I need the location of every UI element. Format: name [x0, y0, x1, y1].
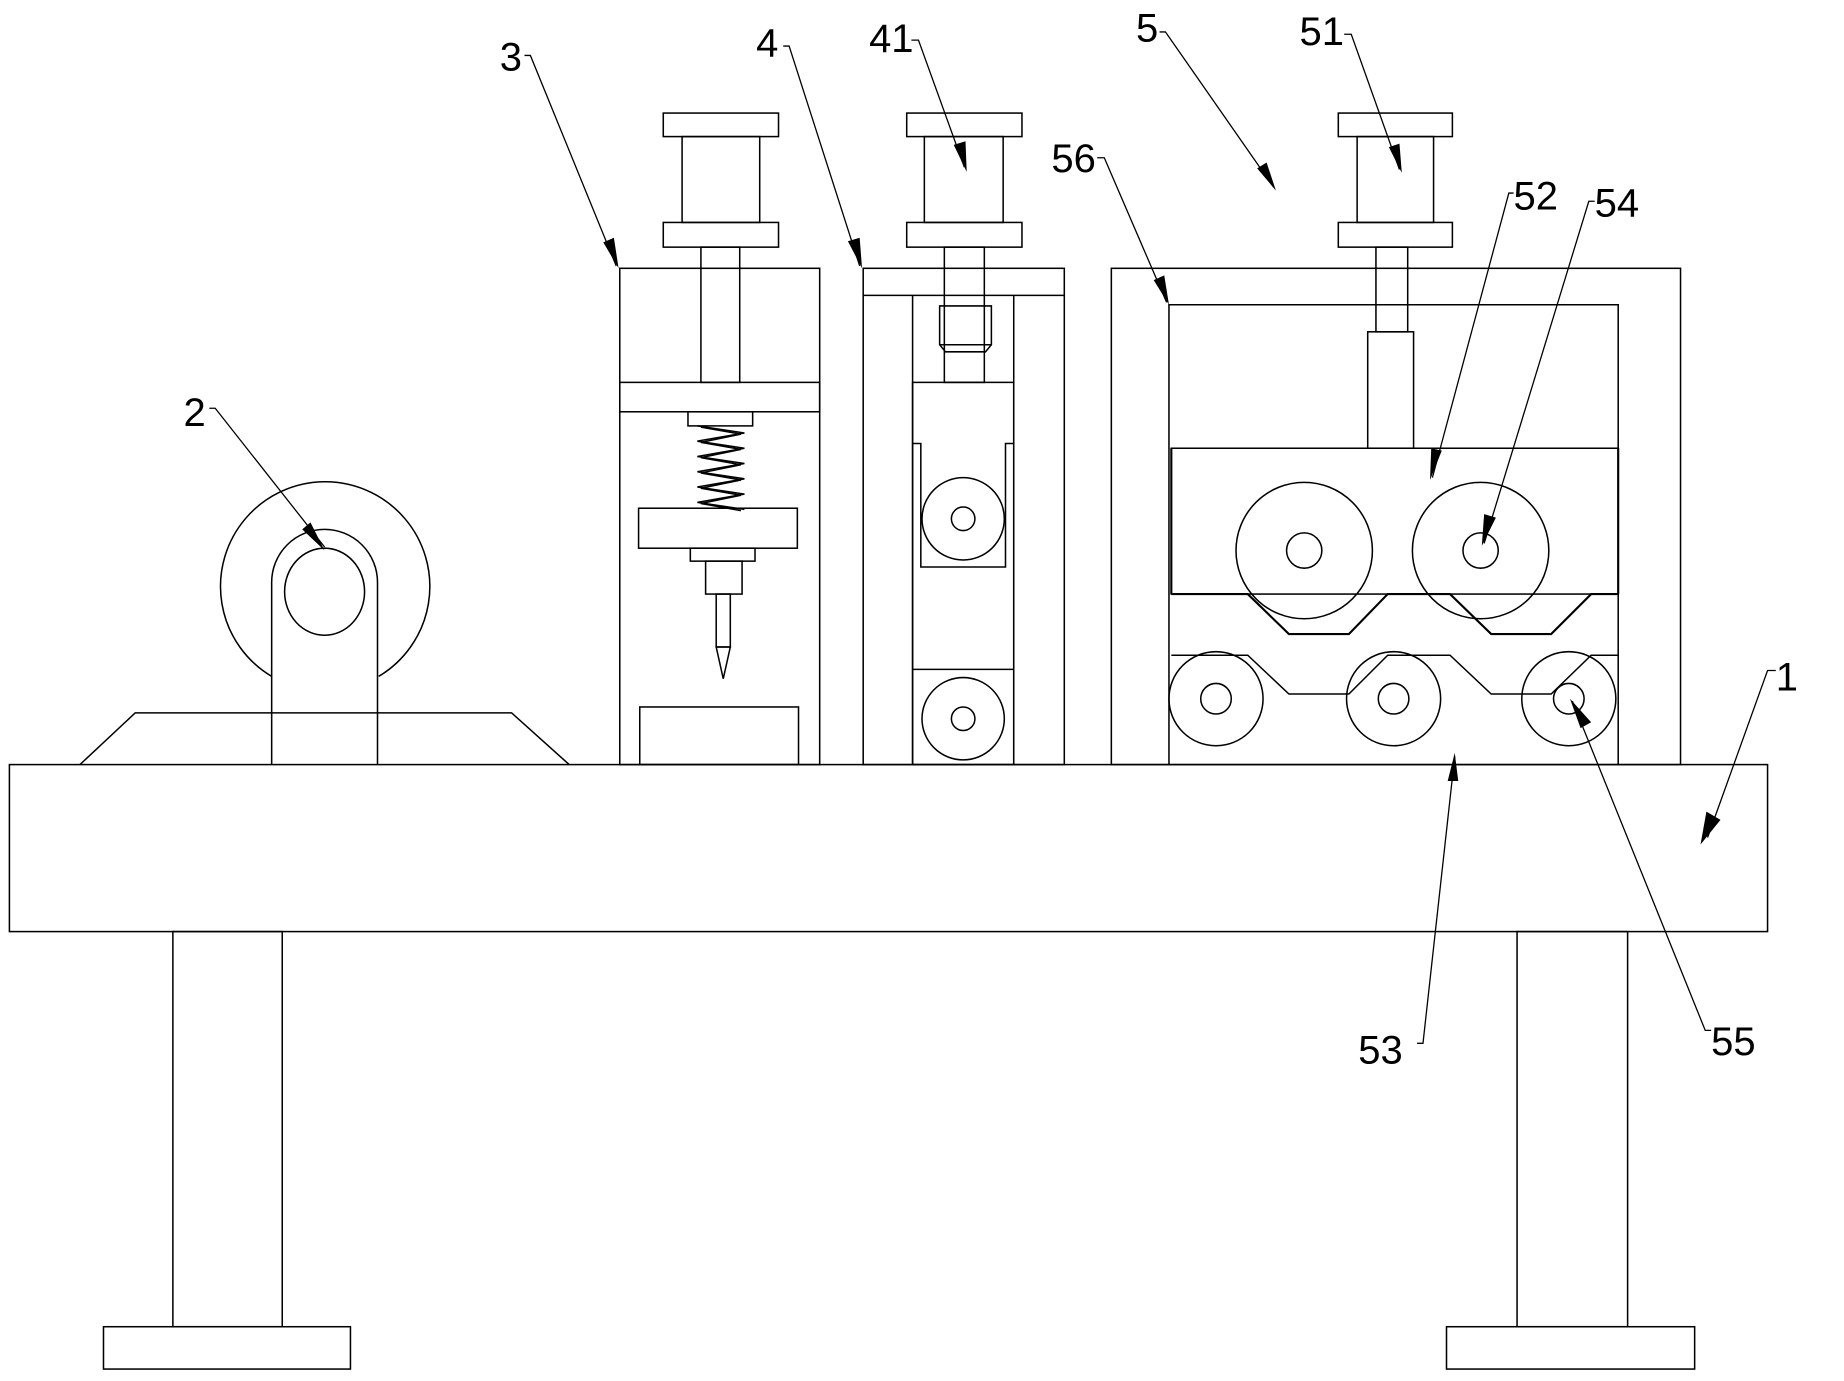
upper-roller-right: [1411, 481, 1550, 620]
left-foot: [102, 1325, 352, 1370]
cylinder-41-top-flange: [905, 112, 1023, 138]
label-53: 53: [1358, 1028, 1402, 1072]
punch-unit: [618, 112, 821, 766]
punch-crossbar: [618, 381, 821, 413]
press-outer-frame: [862, 267, 1066, 766]
callout-55: 55: [1569, 698, 1756, 1064]
label-5: 5: [1136, 6, 1158, 50]
cylinder-51-extension: [1366, 331, 1415, 450]
upper-guide-profile: [1171, 593, 1619, 636]
forming-outer-frame: [1110, 267, 1682, 766]
arrowhead-icon: [1481, 514, 1496, 546]
upper-press-wheel-cradle: [912, 442, 1014, 568]
left-leg: [172, 930, 284, 1328]
cylinder-41-rod: [943, 246, 986, 384]
punch-die: [638, 706, 800, 766]
punch-piston-rod: [700, 246, 741, 384]
upper-roller-block: [1170, 447, 1619, 595]
upper-press-wheel: [921, 476, 1006, 561]
label-41: 41: [869, 17, 913, 61]
cylinder-51-rod: [1375, 246, 1409, 333]
arrowhead-icon: [1700, 811, 1721, 845]
label-52: 52: [1514, 175, 1558, 219]
roller-mount-base: [79, 712, 570, 766]
unwind-roller-assembly: [79, 481, 570, 766]
label-56: 56: [1051, 137, 1095, 181]
forming-unit: [1110, 112, 1682, 766]
arrowhead-icon: [1430, 448, 1442, 480]
right-foot: [1445, 1325, 1696, 1370]
arrowhead-icon: [1153, 275, 1169, 305]
callout-51: 51: [1300, 10, 1402, 174]
roller-bracket: [270, 528, 379, 765]
punch-cylinder-body: [681, 135, 761, 224]
press-slider: [911, 381, 1015, 766]
arrowhead-icon: [1388, 143, 1402, 174]
label-55: 55: [1711, 1020, 1755, 1064]
callout-41: 41: [869, 17, 967, 172]
lower-guide-profile: [1171, 654, 1619, 695]
callout-5: 5: [1136, 6, 1276, 191]
callout-2: 2: [183, 391, 326, 551]
forming-inner-frame-56: [1168, 304, 1619, 765]
lower-roller-1: [1168, 650, 1264, 747]
callouts: 1 2 3 4 41 5: [183, 6, 1798, 1072]
callout-53: 53: [1358, 752, 1459, 1072]
punch-frame: [618, 267, 821, 766]
punch-needle-tip: [715, 646, 732, 679]
label-51: 51: [1300, 10, 1344, 54]
roller-disc: [219, 481, 431, 678]
punch-holder: [689, 547, 756, 562]
punch-needle-shank: [715, 593, 732, 648]
arrowhead-icon: [603, 237, 619, 269]
punch-cylinder-bottom-flange: [662, 221, 780, 248]
arrowhead-icon: [847, 237, 863, 269]
arrowhead-icon: [1569, 698, 1592, 729]
cylinder-41-bottom-flange: [905, 221, 1023, 248]
punch-cylinder-top-flange: [662, 112, 780, 138]
callout-1: 1: [1700, 656, 1798, 845]
upper-roller-left: [1235, 481, 1374, 620]
label-2: 2: [183, 391, 205, 435]
roller-shaft: [283, 547, 366, 636]
upper-roller-right-shaft: [1462, 532, 1500, 569]
callout-3: 3: [500, 36, 619, 269]
callout-56: 56: [1051, 137, 1169, 305]
upper-press-wheel-hub: [950, 506, 976, 532]
lower-roller-2-shaft: [1377, 682, 1410, 715]
callout-54: 54: [1481, 182, 1639, 546]
lower-roller-1-shaft: [1199, 682, 1233, 715]
right-leg: [1516, 930, 1629, 1328]
cylinder-51-bottom-flange: [1337, 221, 1454, 248]
cylinder-51-top-flange: [1337, 112, 1454, 138]
arrowhead-icon: [1257, 162, 1276, 191]
spring-seat: [687, 411, 754, 427]
label-3: 3: [500, 36, 522, 80]
upper-roller-left-shaft: [1285, 532, 1323, 569]
press-unit: [862, 112, 1066, 766]
lower-roller-3-shaft: [1552, 682, 1585, 715]
table-frame: [8, 763, 1769, 1370]
label-54: 54: [1595, 182, 1639, 226]
lower-press-wheel-hub: [950, 706, 976, 732]
callout-52: 52: [1430, 175, 1558, 480]
lower-roller-3: [1521, 650, 1617, 747]
punch-plate: [637, 507, 799, 549]
arrowhead-icon: [1447, 752, 1459, 782]
label-1: 1: [1776, 656, 1798, 700]
arrowhead-icon: [953, 141, 967, 172]
arrowhead-icon: [302, 522, 325, 551]
lower-roller-2: [1345, 650, 1442, 747]
punch-collar: [704, 560, 743, 595]
lower-press-wheel: [921, 676, 1006, 761]
label-4: 4: [756, 22, 778, 66]
table-top: [8, 763, 1769, 933]
callout-4: 4: [756, 22, 863, 269]
